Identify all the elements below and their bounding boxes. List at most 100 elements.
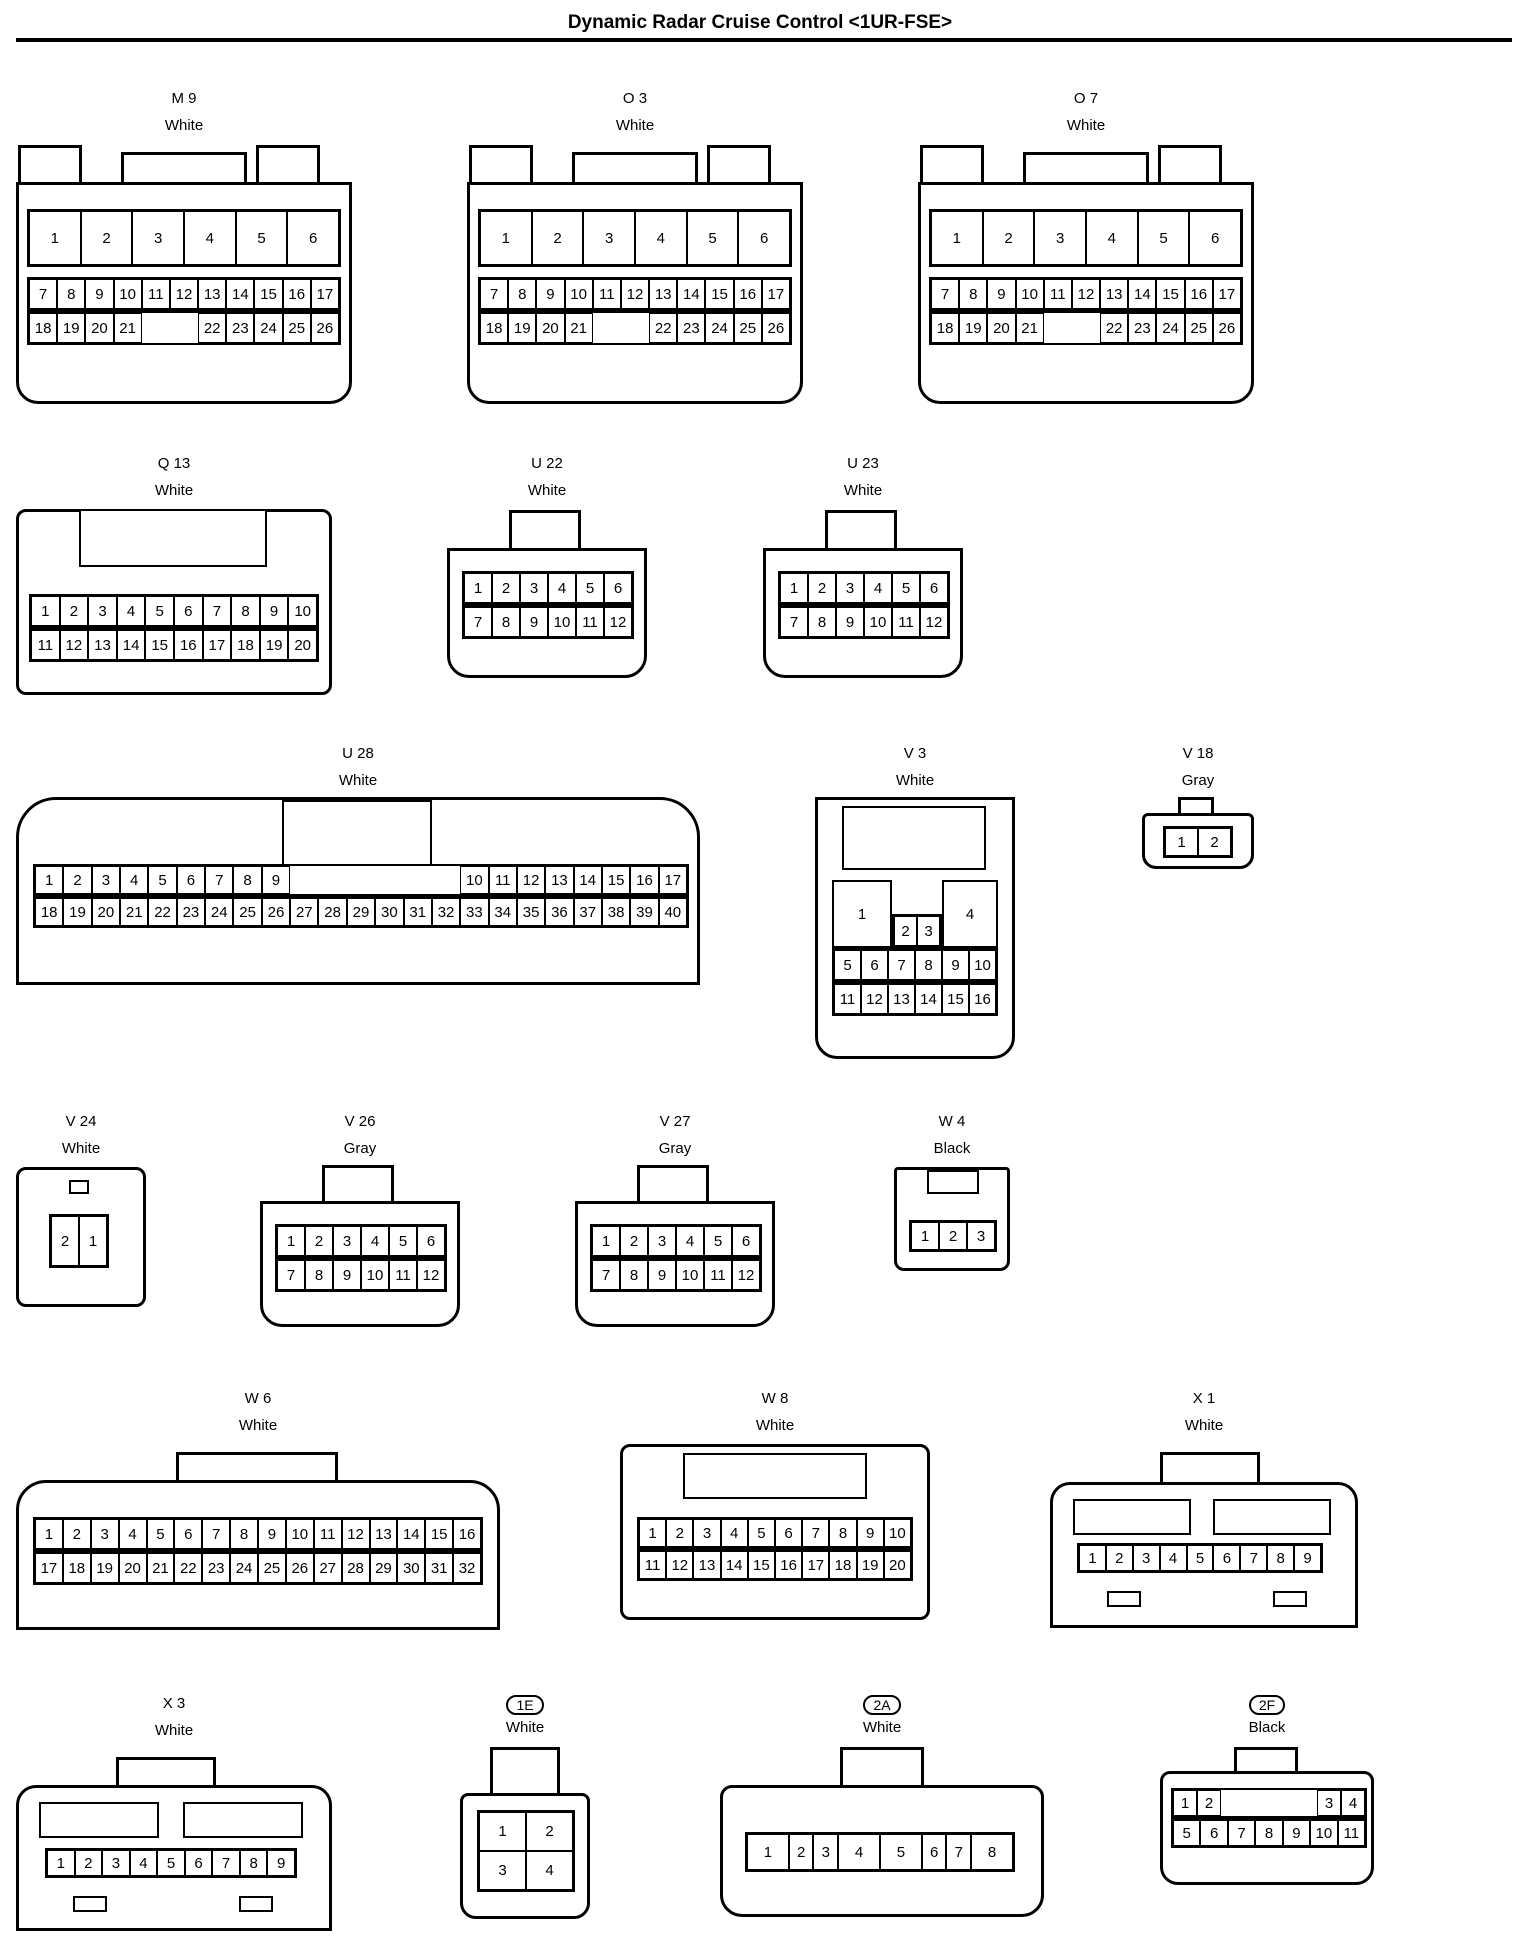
connector-id: W 8 [761, 1390, 789, 1407]
pin: 8 [57, 279, 86, 309]
pin: 31 [425, 1553, 454, 1583]
pin: 20 [987, 313, 1016, 343]
pin [1293, 1790, 1317, 1816]
pin: 4 [864, 573, 892, 603]
pin: 5 [834, 950, 861, 980]
connector-id: 1E [506, 1695, 544, 1715]
pin: 20 [536, 313, 565, 343]
pin: 20 [85, 313, 114, 343]
pin: 11 [313, 1519, 342, 1549]
pin: 17 [802, 1551, 830, 1579]
pin: 15 [145, 630, 174, 660]
pin: 34 [488, 898, 517, 926]
pin: 6 [184, 1850, 213, 1876]
pin: 4 [129, 1850, 158, 1876]
pin: 7 [480, 279, 509, 309]
lock-tab [1107, 1591, 1141, 1607]
pin: 30 [397, 1553, 426, 1583]
pin: 11 [834, 984, 861, 1014]
pin: 3 [648, 1226, 676, 1256]
pin: 4 [120, 866, 149, 894]
connector-color: White [862, 1719, 902, 1736]
pin: 1 [780, 573, 808, 603]
pin: 11 [488, 866, 517, 894]
pin: 1 [35, 866, 64, 894]
pin: 7 [1227, 1820, 1256, 1846]
pin: 19 [90, 1553, 119, 1583]
pin [290, 866, 319, 894]
pin: 1 [911, 1222, 939, 1250]
pin: 4 [635, 211, 687, 265]
cavity [1073, 1499, 1191, 1535]
pin: 6 [920, 573, 948, 603]
pin: 3 [102, 1850, 130, 1876]
latch [637, 1165, 709, 1203]
pin: 1 [1079, 1545, 1106, 1571]
latch [1023, 152, 1149, 184]
pin: 16 [775, 1551, 803, 1579]
pin: 14 [915, 984, 942, 1014]
pin: 20 [883, 1551, 911, 1579]
pin: 5 [157, 1850, 185, 1876]
pin: 12 [732, 1260, 760, 1290]
pin: 4 [118, 1519, 147, 1549]
pin: 25 [258, 1553, 286, 1583]
pin: 5 [879, 1834, 922, 1870]
pin: 4 [720, 1519, 748, 1547]
pin: 10 [883, 1519, 911, 1547]
pin: 24 [705, 313, 734, 343]
pin: 7 [464, 607, 492, 637]
connector-color: White [615, 117, 655, 134]
pin: 24 [1156, 313, 1185, 343]
pin: 19 [259, 630, 289, 660]
pin: 1 [639, 1519, 667, 1547]
pin: 8 [915, 950, 942, 980]
pin: 10 [1310, 1820, 1338, 1846]
pin: 23 [1128, 313, 1157, 343]
pin: 9 [520, 607, 548, 637]
pin: 6 [1189, 211, 1241, 265]
pin: 13 [1100, 279, 1129, 309]
pin: 8 [233, 866, 262, 894]
pin: 20 [118, 1553, 147, 1583]
connector-color: Black [933, 1140, 971, 1157]
pin: 7 [946, 1834, 972, 1870]
pin: 18 [35, 898, 64, 926]
lock-tab [73, 1896, 107, 1912]
pin: 5 [892, 573, 920, 603]
pin: 2 [80, 211, 133, 265]
pin: 3 [90, 1519, 119, 1549]
pin: 3 [88, 596, 117, 626]
pin: 8 [971, 1834, 1013, 1870]
pin: 2 [63, 866, 92, 894]
connector-color: White [843, 482, 883, 499]
pin: 2 [666, 1519, 694, 1547]
pin: 1 [47, 1850, 75, 1876]
pin: 26 [261, 898, 291, 926]
pin [375, 866, 404, 894]
pin: 16 [630, 866, 659, 894]
pin: 10 [969, 950, 996, 980]
pin: 14 [116, 630, 146, 660]
pin: 13 [649, 279, 678, 309]
pin: 6 [287, 211, 339, 265]
pin: 3 [91, 866, 121, 894]
pin: 4 [676, 1226, 704, 1256]
